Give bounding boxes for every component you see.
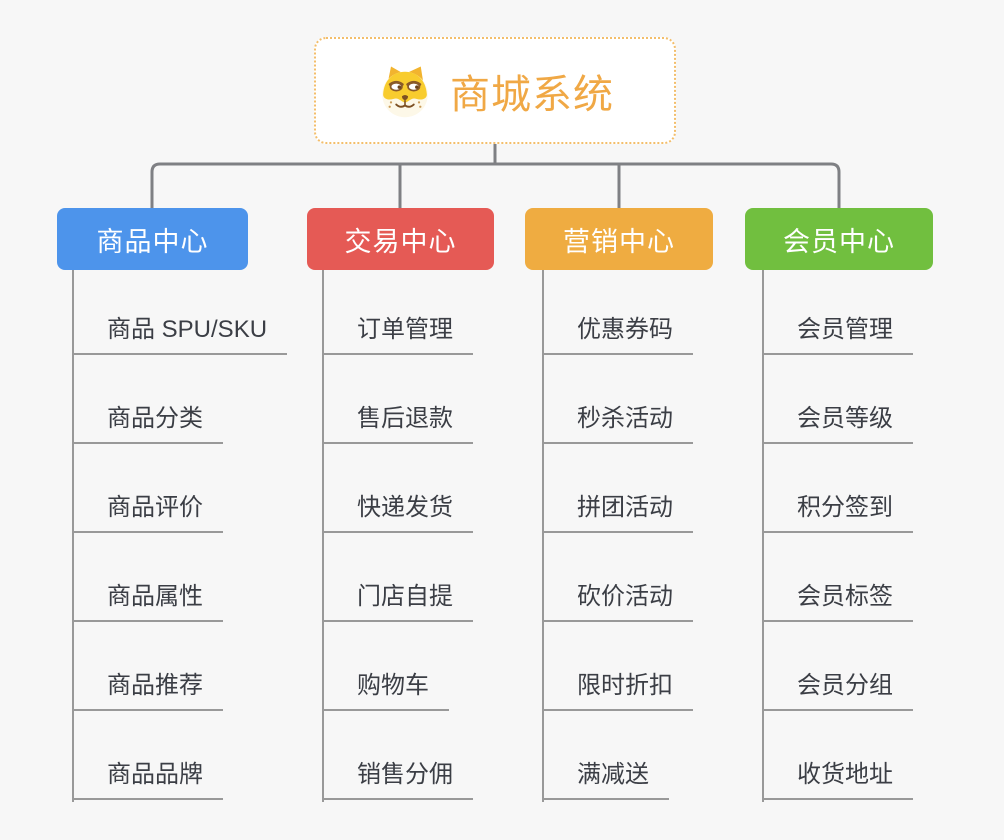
child-topic-label: 商品品牌 [107, 761, 203, 788]
child-topic[interactable]: 砍价活动 [544, 583, 693, 622]
child-topic-label: 商品评价 [107, 494, 203, 521]
child-topic[interactable]: 会员等级 [764, 405, 913, 444]
child-topic-label: 秒杀活动 [577, 405, 673, 432]
child-topic-label: 快递发货 [357, 494, 453, 521]
branch-children-column-marketing: 优惠券码 秒杀活动 拼团活动 砍价活动 限时折扣 满减送 [542, 270, 784, 802]
child-topic[interactable]: 商品属性 [74, 583, 223, 622]
child-topic-label: 订单管理 [357, 316, 453, 343]
child-topic-label: 收货地址 [797, 761, 893, 788]
child-topic-label: 拼团活动 [577, 494, 673, 521]
child-topic[interactable]: 会员标签 [764, 583, 913, 622]
child-topic[interactable]: 购物车 [324, 672, 449, 711]
child-topic-label: 砍价活动 [577, 583, 673, 610]
child-topic[interactable]: 销售分佣 [324, 761, 473, 800]
child-topic[interactable]: 收货地址 [764, 761, 913, 800]
child-topic[interactable]: 满减送 [544, 761, 669, 800]
child-topic-label: 满减送 [577, 761, 649, 788]
root-node[interactable]: 商城系统 [314, 37, 676, 144]
child-topic-label: 会员管理 [797, 316, 893, 343]
branch-node-trade-center[interactable]: 交易中心 [307, 208, 494, 270]
child-topic[interactable]: 商品推荐 [74, 672, 223, 711]
child-topic[interactable]: 商品 SPU/SKU [74, 316, 288, 355]
child-topic[interactable]: 订单管理 [324, 316, 473, 355]
child-topic-label: 购物车 [357, 672, 429, 699]
child-topic[interactable]: 商品品牌 [74, 761, 223, 800]
branch-node-marketing-center[interactable]: 营销中心 [525, 208, 713, 270]
child-topic[interactable]: 限时折扣 [544, 672, 693, 711]
child-topic-label: 销售分佣 [357, 761, 453, 788]
child-topic[interactable]: 会员分组 [764, 672, 913, 711]
child-topic[interactable]: 售后退款 [324, 405, 473, 444]
child-topic-label: 门店自提 [357, 583, 453, 610]
child-topic-label: 商品分类 [107, 405, 203, 432]
root-title: 商城系统 [450, 72, 614, 117]
child-topic-label: 限时折扣 [577, 672, 673, 699]
child-topic[interactable]: 积分签到 [764, 494, 913, 533]
branch-children-column-product: 商品 SPU/SKU 商品分类 商品评价 商品属性 商品推荐 商品品牌 [72, 270, 314, 802]
child-topic-label: 商品属性 [107, 583, 203, 610]
child-topic-label: 商品推荐 [107, 672, 203, 699]
child-topic[interactable]: 快递发货 [324, 494, 473, 533]
branch-children-column-trade: 订单管理 售后退款 快递发货 门店自提 购物车 销售分佣 [322, 270, 564, 802]
branch-label: 交易中心 [344, 226, 457, 257]
child-topic-label: 会员分组 [797, 672, 893, 699]
child-topic-label: 会员等级 [797, 405, 893, 432]
root-to-branch-connectors [150, 143, 841, 209]
branch-children-column-member: 会员管理 会员等级 积分签到 会员标签 会员分组 收货地址 [762, 270, 1004, 802]
branch-label: 商品中心 [96, 226, 209, 257]
branch-node-product-center[interactable]: 商品中心 [57, 208, 248, 270]
doge-face-icon [382, 66, 428, 117]
branch-label: 会员中心 [783, 226, 895, 257]
child-topic-label: 会员标签 [797, 583, 893, 610]
child-topic-label: 优惠券码 [577, 316, 673, 343]
child-topic[interactable]: 门店自提 [324, 583, 473, 622]
child-topic[interactable]: 商品评价 [74, 494, 223, 533]
child-topic[interactable]: 商品分类 [74, 405, 223, 444]
child-topic[interactable]: 会员管理 [764, 316, 913, 355]
child-topic-label: 积分签到 [797, 494, 893, 521]
branch-node-member-center[interactable]: 会员中心 [745, 208, 933, 270]
child-topic[interactable]: 拼团活动 [544, 494, 693, 533]
child-topic[interactable]: 优惠券码 [544, 316, 693, 355]
child-topic[interactable]: 秒杀活动 [544, 405, 693, 444]
branch-label: 营销中心 [563, 226, 675, 257]
child-topic-label: 售后退款 [357, 405, 453, 432]
child-topic-label: 商品 SPU/SKU [107, 316, 268, 343]
